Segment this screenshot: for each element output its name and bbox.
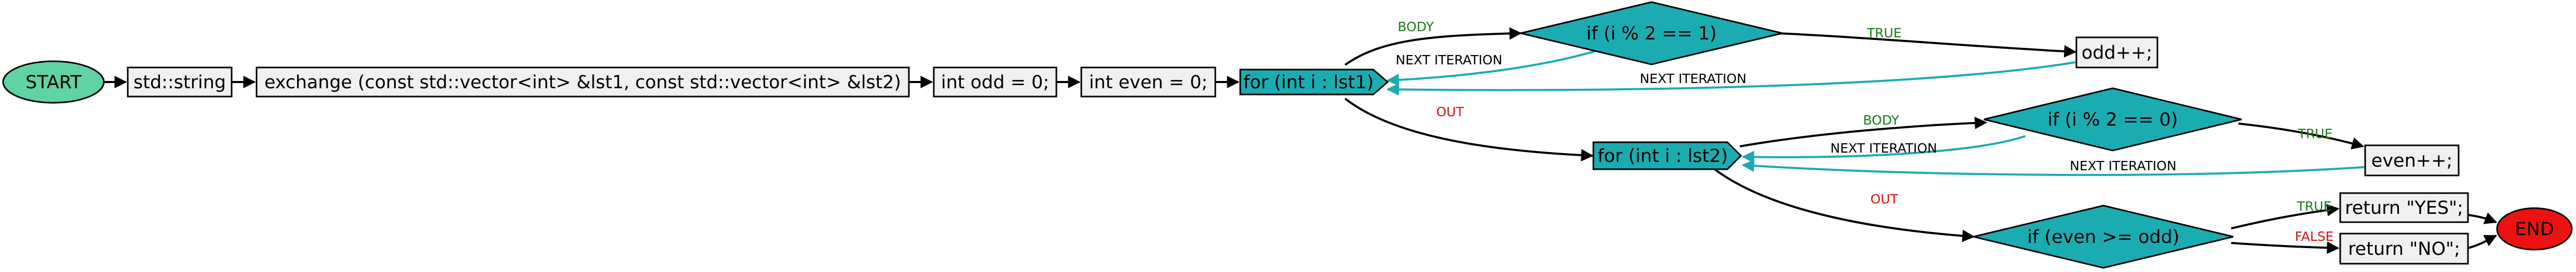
edge-cond3-false	[2231, 241, 2340, 254]
edge-loop1-out	[1344, 98, 1594, 161]
label-next-iteration-odd: NEXT ITERATION	[1640, 71, 1746, 86]
odd-increment-node[interactable]: odd++;	[2075, 36, 2158, 69]
init-odd-node[interactable]: int odd = 0;	[933, 66, 1057, 98]
end-node-shape	[2496, 207, 2573, 251]
edge-cond1-next	[1386, 49, 1600, 86]
label-true-1: TRUE	[1867, 25, 1902, 40]
string-decl-box	[127, 66, 233, 98]
cond-even-node[interactable]: if (i % 2 == 0)	[1983, 87, 2242, 152]
end-node-label: END	[2515, 219, 2554, 240]
end-node[interactable]: END	[2496, 207, 2573, 251]
start-node[interactable]: START	[2, 60, 105, 104]
return-no-box	[2339, 233, 2469, 265]
function-signature-node[interactable]: exchange (const std::vector<int> &lst1, …	[256, 66, 910, 98]
init-even-node[interactable]: int even = 0;	[1080, 66, 1216, 98]
label-next-iteration-even: NEXT ITERATION	[2070, 158, 2176, 173]
edge-odd-next	[1386, 61, 2076, 96]
init-odd-box	[933, 66, 1057, 98]
start-node-shape	[2, 60, 105, 104]
even-increment-label: even++;	[2371, 151, 2452, 171]
label-false-3: FALSE	[2295, 229, 2334, 244]
odd-increment-box	[2075, 36, 2158, 69]
loop-lst1-label: for (int i : lst1)	[1243, 72, 1374, 93]
init-even-label: int even = 0;	[1089, 72, 1208, 93]
cond-compare-diamond	[1973, 205, 2234, 269]
cond-odd-label: if (i % 2 == 1)	[1586, 23, 1716, 44]
function-signature-box	[256, 66, 910, 98]
return-no-label: return "NO";	[2348, 239, 2460, 260]
label-out-1: OUT	[1436, 104, 1464, 119]
edge-cond3-true	[2231, 203, 2340, 229]
string-decl-node[interactable]: std::string	[127, 66, 233, 98]
cond-compare-node[interactable]: if (even >= odd)	[1973, 205, 2234, 269]
label-next-iteration-cond1: NEXT ITERATION	[1396, 52, 1502, 67]
function-signature-label: exchange (const std::vector<int> &lst1, …	[264, 72, 901, 93]
return-yes-label: return "YES";	[2345, 198, 2463, 219]
cond-odd-node[interactable]: if (i % 2 == 1)	[1520, 1, 1783, 65]
label-true-3: TRUE	[2297, 199, 2332, 214]
even-increment-box	[2364, 144, 2460, 176]
edge-cond2-next	[1741, 135, 2026, 164]
loop-lst1-shape	[1239, 69, 1389, 96]
edge-labels: BODY TRUE NEXT ITERATION NEXT ITERATION …	[1396, 19, 2333, 244]
init-even-box	[1080, 66, 1216, 98]
edge-yes-to-end	[2467, 212, 2498, 224]
return-no-node[interactable]: return "NO";	[2339, 233, 2469, 265]
init-odd-label: int odd = 0;	[941, 72, 1049, 93]
cond-compare-label: if (even >= odd)	[2027, 227, 2179, 248]
label-out-2: OUT	[1870, 192, 1898, 207]
loop-lst2-node[interactable]: for (int i : lst2)	[1592, 141, 1742, 170]
loop-lst2-shape	[1592, 141, 1742, 170]
even-increment-node[interactable]: even++;	[2364, 144, 2460, 176]
edge-cond1-true	[1776, 32, 2077, 58]
return-yes-box	[2339, 192, 2469, 223]
loop-lst2-label: for (int i : lst2)	[1598, 146, 1728, 167]
cond-even-label: if (i % 2 == 0)	[2047, 110, 2178, 130]
label-next-iteration-cond2: NEXT ITERATION	[1830, 141, 1937, 156]
string-decl-label: std::string	[133, 72, 226, 93]
edge-loop2-out	[1713, 168, 1975, 242]
label-true-2: TRUE	[2298, 126, 2333, 141]
edge-loop1-body	[1344, 27, 1522, 66]
start-node-label: START	[25, 72, 82, 93]
label-body-1: BODY	[1398, 19, 1434, 34]
edges	[104, 27, 2498, 254]
label-body-2: BODY	[1863, 113, 1899, 128]
return-yes-node[interactable]: return "YES";	[2339, 192, 2469, 223]
edge-loop2-body	[1739, 116, 1988, 147]
cond-even-diamond	[1983, 87, 2242, 152]
cond-odd-diamond	[1520, 1, 1783, 65]
loop-lst1-node[interactable]: for (int i : lst1)	[1239, 69, 1389, 96]
edge-even-next	[1741, 159, 2365, 176]
edge-no-to-end	[2467, 235, 2498, 249]
edge-cond2-true	[2238, 123, 2365, 149]
odd-increment-label: odd++;	[2082, 43, 2152, 63]
